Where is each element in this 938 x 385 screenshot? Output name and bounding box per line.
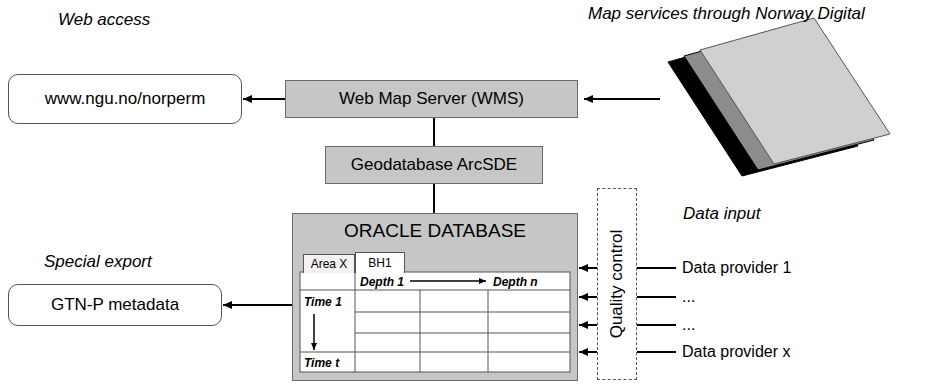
connector <box>637 351 676 353</box>
connector <box>637 267 676 269</box>
map-service-arrow <box>584 98 660 100</box>
connector <box>579 324 597 326</box>
section-label: Data input <box>683 204 761 224</box>
data-provider: Data provider 1 <box>682 256 812 280</box>
section-label: Web access <box>58 10 150 30</box>
data-provider: ... <box>682 285 812 309</box>
data-provider: Data provider x <box>682 340 812 364</box>
table-header: Depth 1 <box>360 275 404 289</box>
export-box-text: GTN-P metadata <box>51 295 179 315</box>
quality-control-box: Quality control <box>597 188 637 380</box>
data-provider-text: Data provider x <box>682 343 791 361</box>
geodatabase-box-text: Geodatabase ArcSDE <box>351 155 517 175</box>
connector <box>637 324 676 326</box>
data-provider-text: Data provider 1 <box>682 259 791 277</box>
connector <box>579 267 597 269</box>
database-box: ORACLE DATABASE Area X BH1Depth 1 Depth n Ti… <box>292 213 578 381</box>
section-label: Special export <box>44 252 152 272</box>
connector <box>243 98 285 100</box>
database-title: ORACLE DATABASE <box>293 214 577 242</box>
section-label: Map services through Norway Digital <box>588 4 865 24</box>
connector <box>433 118 435 146</box>
connector <box>637 296 676 298</box>
connector <box>433 184 435 213</box>
server-box-text: Web Map Server (WMS) <box>339 89 524 109</box>
server-box: Web Map Server (WMS) <box>285 80 578 118</box>
geodatabase-box: Geodatabase ArcSDE <box>325 146 543 184</box>
sheet-tab: BH1 <box>355 252 405 273</box>
data-provider-text: ... <box>682 288 695 306</box>
sheet-tab: Area X <box>303 254 356 273</box>
connector <box>223 304 292 306</box>
export-box: GTN-P metadata <box>8 284 222 326</box>
connector <box>579 351 597 353</box>
data-provider-text: ... <box>682 316 695 334</box>
table-row-header: Time 1 <box>304 295 342 309</box>
sheet-tab-text: BH1 <box>368 256 391 270</box>
map-sheet-front <box>700 18 890 164</box>
table-row-header: Time t <box>304 356 339 370</box>
connector <box>579 296 597 298</box>
quality-control-text: Quality control <box>607 230 627 339</box>
data-provider: ... <box>682 313 812 337</box>
table-header: Depth n <box>493 275 538 289</box>
sheet-tab-text: Area X <box>311 257 348 271</box>
web-link-box: www.ngu.no/norperm <box>8 74 242 124</box>
web-link-box-text: www.ngu.no/norperm <box>45 89 206 109</box>
